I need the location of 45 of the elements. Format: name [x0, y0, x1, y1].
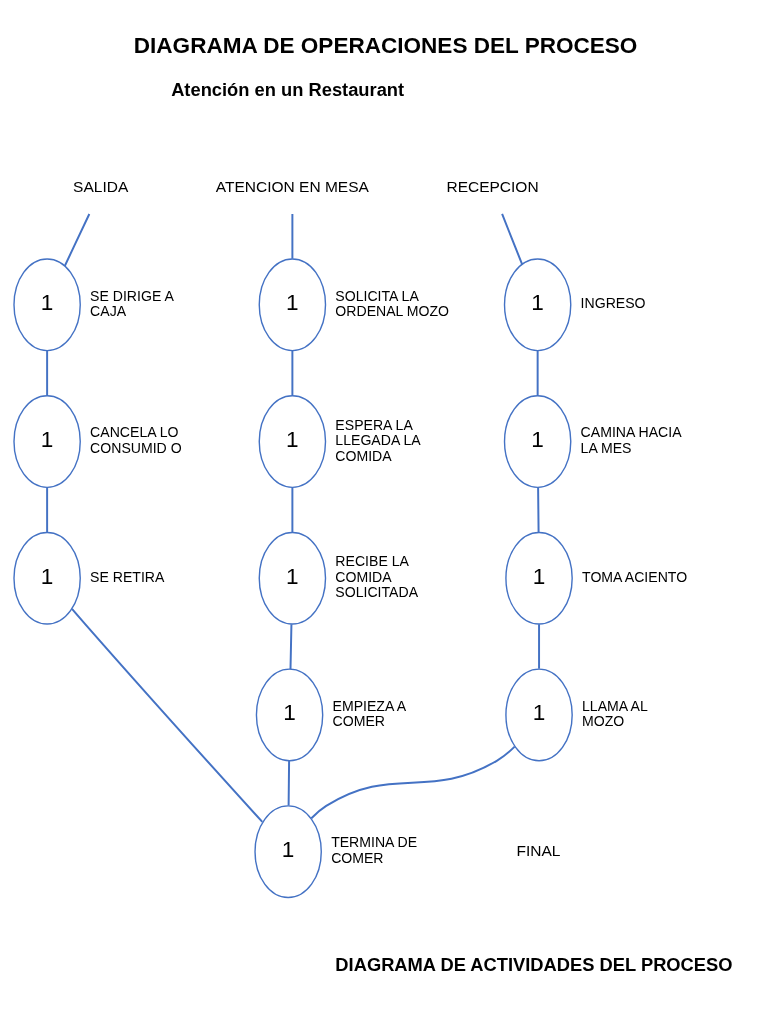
node-text: ATENCION EN MESA: [215, 178, 369, 196]
connector: [46, 349, 49, 397]
connector: [291, 486, 294, 533]
node-label: CAMINA HACIA LA MES: [580, 424, 682, 456]
node-label: INGRESO: [580, 295, 646, 312]
node-ellipse: 1: [255, 668, 324, 762]
connector: [537, 486, 540, 533]
node-ellipse: 1: [13, 258, 81, 352]
connector: [63, 213, 91, 267]
connector: [46, 486, 49, 533]
node-label: EMPIEZA A COMER: [332, 697, 407, 730]
connector: [501, 213, 524, 266]
node-ellipse: 1: [13, 395, 81, 489]
node-ellipse: 1: [254, 805, 322, 899]
node-label: TOMA ACIENTO: [582, 568, 688, 585]
node-ellipse: 1: [505, 531, 573, 625]
node-label: CANCELA LO CONSUMID O: [90, 424, 182, 456]
connector: [536, 349, 539, 397]
node-text: RECEPCION: [446, 178, 539, 196]
node-label: TERMINA DE COMER: [331, 834, 418, 866]
label: Atención en un Restaurant: [171, 79, 405, 101]
node-label: SE RETIRA: [90, 568, 165, 585]
node-text: SALIDA: [73, 178, 129, 196]
diagram-title: DIAGRAMA DE OPERACIONES DEL PROCESO: [133, 32, 638, 58]
label: FINAL: [516, 841, 561, 859]
node-ellipse: 1: [258, 258, 327, 352]
connector: [538, 623, 541, 670]
connector: [287, 760, 291, 807]
label: DIAGRAMA DE ACTIVIDADES DEL PROCESO: [335, 954, 733, 976]
connector: [289, 623, 293, 671]
node-label: RECIBE LA COMIDA SOLICITADA: [335, 553, 419, 601]
node-label: SOLICITA LA ORDENAL MOZO: [335, 287, 450, 320]
connector: [71, 607, 264, 823]
node-ellipse: 1: [13, 531, 81, 625]
node-label: LLAMA AL MOZO: [582, 697, 648, 730]
node-ellipse: 1: [503, 258, 572, 352]
node-label: ESPERA LA LLEGADA LA COMIDA: [335, 416, 421, 464]
connector: [291, 213, 294, 260]
connector: [291, 349, 294, 397]
node-ellipse: 1: [258, 531, 327, 625]
node-ellipse: 1: [505, 668, 573, 762]
node-ellipse: 1: [503, 395, 572, 489]
node-ellipse: 1: [258, 395, 327, 489]
node-label: SE DIRIGE A CAJA: [90, 287, 174, 320]
connector: [310, 745, 516, 820]
